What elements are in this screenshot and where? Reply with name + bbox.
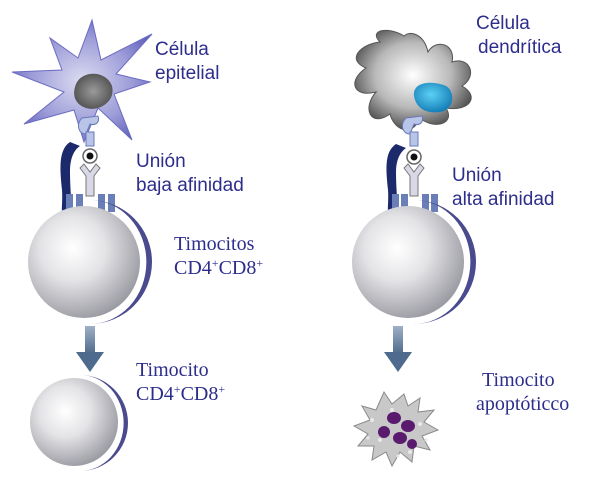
- arrow-right: [384, 326, 412, 372]
- apoptotic-thymocyte: [354, 392, 438, 466]
- thymocyte-right-top: [352, 200, 476, 324]
- label-thymocyte-result-name: Timocito: [136, 358, 225, 382]
- thymocyte-left-top: [28, 200, 152, 324]
- label-low-affinity-line1: Unión: [136, 150, 244, 174]
- label-low-affinity-binding: Unión baja afinidad: [136, 150, 244, 198]
- label-high-affinity-binding: Unión alta afinidad: [452, 164, 554, 212]
- label-low-affinity-line2: baja afinidad: [136, 174, 244, 198]
- label-apoptotic-line1: Timocito: [482, 368, 569, 392]
- label-dendritic-cell-line2: dendrítica: [478, 36, 561, 60]
- label-thymocyte-result-left: Timocito CD4+CD8+: [136, 358, 225, 406]
- label-apoptotic-thymocyte: Timocito apoptóticco: [482, 368, 569, 416]
- arrow-left: [76, 326, 104, 372]
- label-epithelial-cell-line1: Célula: [155, 38, 219, 62]
- label-thymocyte-result-markers: CD4+CD8+: [136, 382, 225, 406]
- low-affinity-binding-complex: [60, 116, 115, 222]
- label-epithelial-cell-line2: epitelial: [155, 62, 219, 86]
- label-thymocytes-markers: CD4+CD8+: [174, 256, 263, 280]
- high-affinity-binding-complex: [386, 116, 438, 222]
- dendritic-cell: [355, 30, 471, 130]
- label-thymocytes-name: Timocitos: [174, 232, 263, 256]
- label-thymocytes: Timocitos CD4+CD8+: [174, 232, 263, 280]
- label-epithelial-cell: Célula epitelial: [155, 38, 219, 86]
- label-high-affinity-line1: Unión: [452, 164, 554, 188]
- thymocyte-left-result: [30, 375, 128, 471]
- label-dendritic-cell-line1: Célula: [476, 12, 561, 36]
- label-dendritic-cell: Célula dendrítica: [476, 12, 561, 60]
- label-high-affinity-line2: alta afinidad: [452, 188, 554, 212]
- label-apoptotic-line2: apoptóticco: [476, 392, 569, 416]
